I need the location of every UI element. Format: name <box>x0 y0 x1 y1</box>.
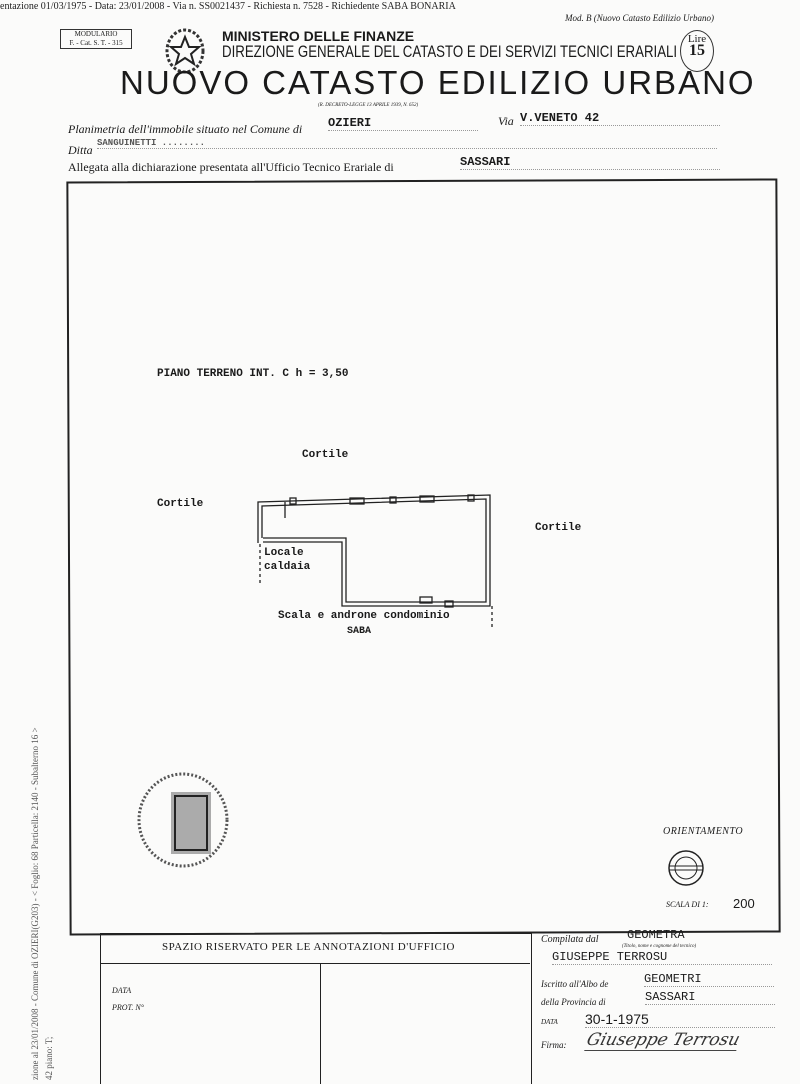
ditta-label: Ditta <box>68 143 93 157</box>
plan-window <box>444 600 454 608</box>
compiler-title: GEOMETRA <box>627 928 685 942</box>
scale-label: SCALA DI 1: <box>666 900 709 909</box>
ditta-value: SANGUINETTI ........ <box>97 138 717 149</box>
planimetria-label: Planimetria dell'immobile situato nel Co… <box>68 122 303 136</box>
office-stamp-icon <box>137 772 229 868</box>
side-banner: zione al 23/01/2008 - Comune di OZIERI(G… <box>30 727 40 1080</box>
plan-window <box>389 496 397 504</box>
office-title: SPAZIO RISERVATO PER LE ANNOTAZIONI D'UF… <box>162 941 455 953</box>
albo-value: GEOMETRI <box>644 972 774 987</box>
law-reference: (R. DECRETO-LEGGE 13 APRILE 1939, N. 652… <box>318 103 419 108</box>
compiler-date-label: DATA <box>541 1018 558 1026</box>
stamp-lire: Lire <box>687 33 707 45</box>
modulario-code: F. - Cat. S. T. - 315 <box>69 39 123 47</box>
cortile-left: Cortile <box>157 498 204 510</box>
plan-inner-wall <box>261 498 487 603</box>
orientamento-label: ORIENTAMENTO <box>663 826 744 837</box>
signature: Giuseppe Terrosu <box>584 1030 743 1051</box>
locale-caldaia-label: Locale caldaia <box>264 546 310 574</box>
iscritto-label: Iscritto all'Albo de <box>541 979 609 989</box>
firma-label: Firma: <box>541 1040 567 1050</box>
scale-value: 200 <box>733 896 755 911</box>
stamp-duty-circle: Lire 15 <box>680 30 714 72</box>
modulario-box: MODULARIO F. - Cat. S. T. - 315 <box>60 29 132 49</box>
scala-androne-label: Scala e androne condominio <box>278 610 450 622</box>
via-value: V.VENETO 42 <box>520 111 720 126</box>
plan-window <box>467 494 475 502</box>
top-banner: entazione 01/03/1975 - Data: 23/01/2008 … <box>0 1 456 12</box>
provincia-label: della Provincia di <box>541 997 606 1007</box>
plan-window <box>289 497 297 505</box>
compilata-label: Compilata dal <box>541 934 599 945</box>
plan-outer-wall <box>257 494 491 607</box>
locale-label: Locale <box>264 547 304 559</box>
plan-window <box>419 495 435 503</box>
compiler-hint: (Titolo, nome e cognome del tecnico) <box>622 944 697 949</box>
provincia-value: SASSARI <box>645 990 775 1005</box>
office-column-divider <box>320 963 321 1084</box>
republic-emblem-icon <box>165 28 205 74</box>
plan-window <box>349 497 365 505</box>
modulario-label: MODULARIO <box>74 30 118 38</box>
document-title: NUOVO CATASTO EDILIZIO URBANO <box>120 64 756 101</box>
office-annotations-box <box>100 933 532 1084</box>
compiler-name: GIUSEPPE TERROSU <box>552 950 772 965</box>
saba-label: SABA <box>347 626 372 637</box>
stamp-value: 15 <box>689 42 705 59</box>
via-label: Via <box>498 114 514 128</box>
comune-value: OZIERI <box>328 116 478 131</box>
floor-label: PIANO TERRENO INT. C h = 3,50 <box>157 368 349 380</box>
floor-plan <box>257 494 493 628</box>
compiler-date: 30-1-1975 <box>585 1011 775 1028</box>
office-divider <box>100 963 530 964</box>
plan-door <box>419 596 433 604</box>
cortile-right: Cortile <box>535 522 582 534</box>
ufficio-value: SASSARI <box>460 155 720 170</box>
allegata-label: Allegata alla dichiarazione presentata a… <box>68 160 394 174</box>
direction-title: DIREZIONE GENERALE DEL CATASTO E DEI SER… <box>222 42 678 61</box>
form-code: Mod. B (Nuovo Catasto Edilizio Urbano) <box>565 13 714 23</box>
caldaia-label: caldaia <box>264 561 311 573</box>
compass-icon <box>668 850 704 886</box>
side-banner-2: 42 piano: T; <box>44 1036 54 1080</box>
office-prot-label: PROT. N° <box>112 1003 144 1012</box>
ministry-title: MINISTERO DELLE FINANZE <box>222 28 415 44</box>
cortile-top: Cortile <box>302 449 349 461</box>
office-data-label: DATA <box>112 986 132 995</box>
